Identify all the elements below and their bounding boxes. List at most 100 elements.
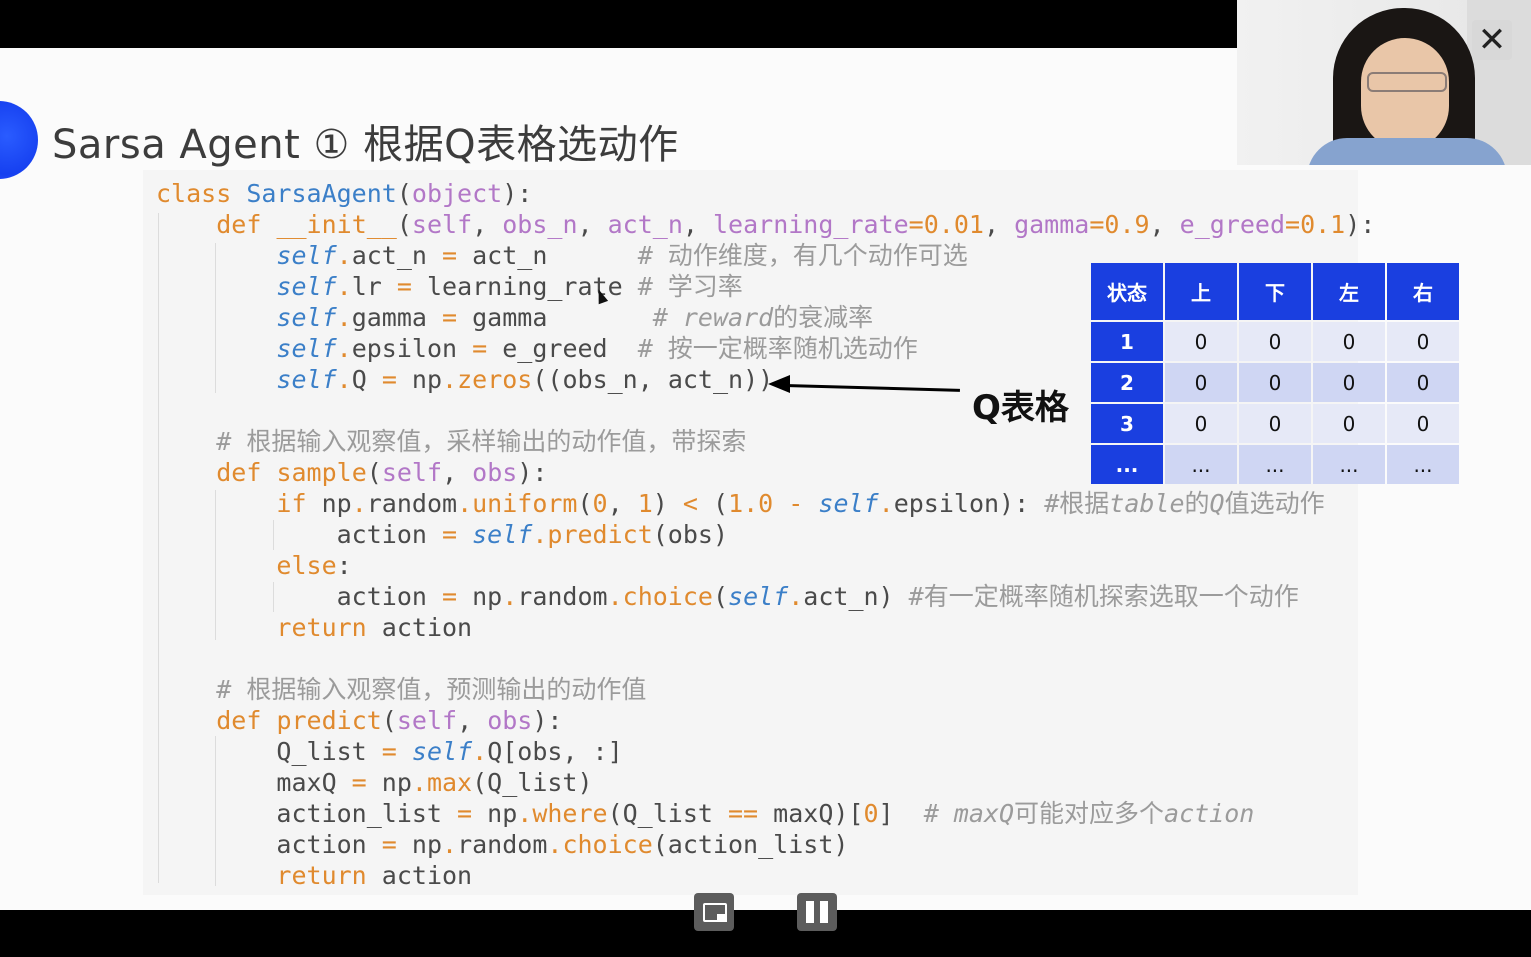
code-token: . — [502, 582, 518, 611]
code-token: = — [381, 365, 397, 394]
code-token: < — [682, 489, 698, 518]
q-table-cell: 0 — [1239, 363, 1311, 402]
code-token: 0.1 — [1300, 210, 1346, 239]
picture-in-picture-button[interactable] — [694, 893, 734, 931]
close-button[interactable]: ✕ — [1472, 20, 1512, 60]
code-token: , — [577, 210, 608, 239]
q-table-cell: ... — [1165, 445, 1237, 484]
code-token: zeros — [457, 365, 533, 394]
code-token: . — [336, 303, 352, 332]
code-token: . — [351, 489, 367, 518]
code-token: . — [336, 272, 352, 301]
indent-guide — [215, 243, 216, 393]
q-table-cell: 0 — [1165, 404, 1237, 443]
code-token: if — [276, 489, 307, 518]
code-token: = — [442, 303, 458, 332]
code-token: predict — [547, 520, 653, 549]
code-token: . — [442, 830, 458, 859]
code-token: uniform — [472, 489, 578, 518]
code-token: ( — [712, 582, 729, 611]
code-token: , — [472, 210, 503, 239]
code-token: 的衰减率 — [773, 303, 874, 332]
code-token — [156, 427, 216, 456]
code-token: choice — [562, 830, 653, 859]
q-table-header: 右 — [1387, 263, 1459, 320]
code-token: , — [682, 210, 713, 239]
code-token: e_greed — [487, 334, 638, 363]
code-token: , — [607, 489, 638, 518]
q-table-cell: 0 — [1239, 322, 1311, 361]
code-token — [156, 489, 276, 518]
code-token: act_n — [457, 241, 638, 270]
q-table: 状态 上 下 左 右 1 0 0 0 0 2 0 0 0 0 — [1089, 261, 1461, 486]
code-token: = — [472, 334, 488, 363]
code-token: self — [276, 241, 337, 270]
code-token — [156, 458, 216, 487]
code-token: . — [532, 520, 548, 549]
code-token: ): — [532, 706, 563, 735]
q-table-cell: ... — [1387, 445, 1459, 484]
code-line: self.Q = np.zeros((obs_n, act_n)) — [156, 364, 1375, 395]
code-token: object — [411, 179, 503, 208]
code-token — [457, 520, 472, 549]
code-token: . — [336, 334, 352, 363]
code-token: self — [276, 272, 337, 301]
code-token: sample — [276, 458, 367, 487]
q-table-cell: 0 — [1165, 363, 1237, 402]
code-token — [803, 489, 818, 518]
code-token: 1.0 — [728, 489, 774, 518]
indent-guide — [215, 490, 216, 640]
q-table-cell: 0 — [1387, 322, 1459, 361]
code-token: 0.9 — [1104, 210, 1150, 239]
code-line: # 根据输入观察值，预测输出的动作值 — [156, 674, 1375, 705]
code-token: Q — [351, 365, 382, 394]
presenter-face — [1361, 38, 1449, 150]
code-line — [156, 643, 1375, 674]
code-token: . — [547, 830, 563, 859]
code-token: action — [366, 861, 473, 890]
code-token: def — [216, 210, 277, 239]
code-token: # 学习率 — [637, 272, 743, 301]
slide: Sarsa Agent ① 根据Q表格选动作 class SarsaAgent(… — [0, 48, 1531, 910]
code-token: #根据 — [1044, 489, 1110, 518]
code-token: = — [381, 737, 397, 766]
code-token: # — [652, 303, 683, 332]
q-table-row: 3 0 0 0 0 — [1091, 404, 1459, 443]
code-token — [156, 365, 276, 394]
code-token: : — [336, 551, 352, 580]
q-table-cell: 0 — [1387, 404, 1459, 443]
code-token: np — [306, 489, 352, 518]
code-token — [156, 861, 276, 890]
code-token: return — [276, 613, 367, 642]
code-token: ( — [396, 210, 412, 239]
code-line: def sample(self, obs): — [156, 457, 1375, 488]
code-line: self.lr = learning_rate # 学习率 — [156, 271, 1375, 302]
code-token — [156, 272, 276, 301]
code-line: else: — [156, 550, 1375, 581]
code-line: return action — [156, 612, 1375, 643]
code-token: (action_list) — [652, 830, 849, 859]
code-token: epsilon — [351, 334, 473, 363]
code-token: np — [366, 768, 412, 797]
code-line: def predict(self, obs): — [156, 705, 1375, 736]
code-line: Q_list = self.Q[obs, :] — [156, 736, 1375, 767]
code-token: ( — [366, 458, 382, 487]
code-token: # 根据输入观察值，预测输出的动作值 — [216, 675, 647, 704]
code-token: reward — [682, 303, 774, 332]
code-token: action — [156, 582, 442, 611]
code-token: predict — [276, 706, 382, 735]
q-table-header: 下 — [1239, 263, 1311, 320]
code-line: self.act_n = act_n # 动作维度，有几个动作可选 — [156, 240, 1375, 271]
code-token: maxQ — [953, 799, 1015, 828]
code-token: self — [381, 458, 443, 487]
code-token — [156, 706, 216, 735]
q-table-row: ... ... ... ... ... — [1091, 445, 1459, 484]
code-token: ( — [577, 489, 593, 518]
code-token: 值选动作 — [1224, 489, 1325, 518]
code-token: self — [818, 489, 879, 518]
q-table-cell: ... — [1313, 445, 1385, 484]
code-line: if np.random.uniform(0, 1) < (1.0 - self… — [156, 488, 1375, 519]
pause-button[interactable] — [797, 893, 837, 931]
code-token: . — [442, 365, 458, 394]
code-token: self — [276, 303, 337, 332]
